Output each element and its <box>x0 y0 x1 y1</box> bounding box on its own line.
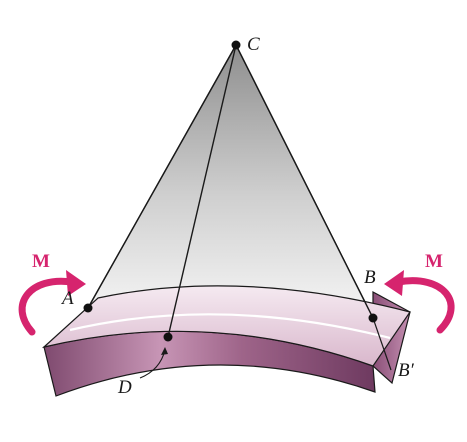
label-b-prime: B′ <box>398 360 415 381</box>
label-d: D <box>117 377 132 398</box>
point-c <box>231 40 241 50</box>
point-a <box>83 303 93 313</box>
label-a: A <box>60 288 74 309</box>
label-moment-right: M <box>425 251 443 272</box>
d-pointer-arrowhead <box>161 347 168 355</box>
label-c: C <box>247 34 260 55</box>
line-c-d <box>167 44 237 338</box>
label-b: B <box>364 267 376 288</box>
moment-arrowhead-right <box>384 270 404 296</box>
beam-surface-line <box>69 313 391 340</box>
moment-arrow-left <box>18 277 76 336</box>
line-c-b <box>235 44 374 319</box>
cone-sector <box>86 43 375 320</box>
line-c-a <box>87 44 237 309</box>
label-moment-left: M <box>32 251 50 272</box>
moment-arrow-right <box>394 277 455 334</box>
line-b-bprime <box>372 317 392 371</box>
moment-arrowhead-left <box>66 270 86 296</box>
beam-top-face <box>41 285 411 367</box>
point-d <box>163 332 173 342</box>
point-b <box>368 313 378 323</box>
